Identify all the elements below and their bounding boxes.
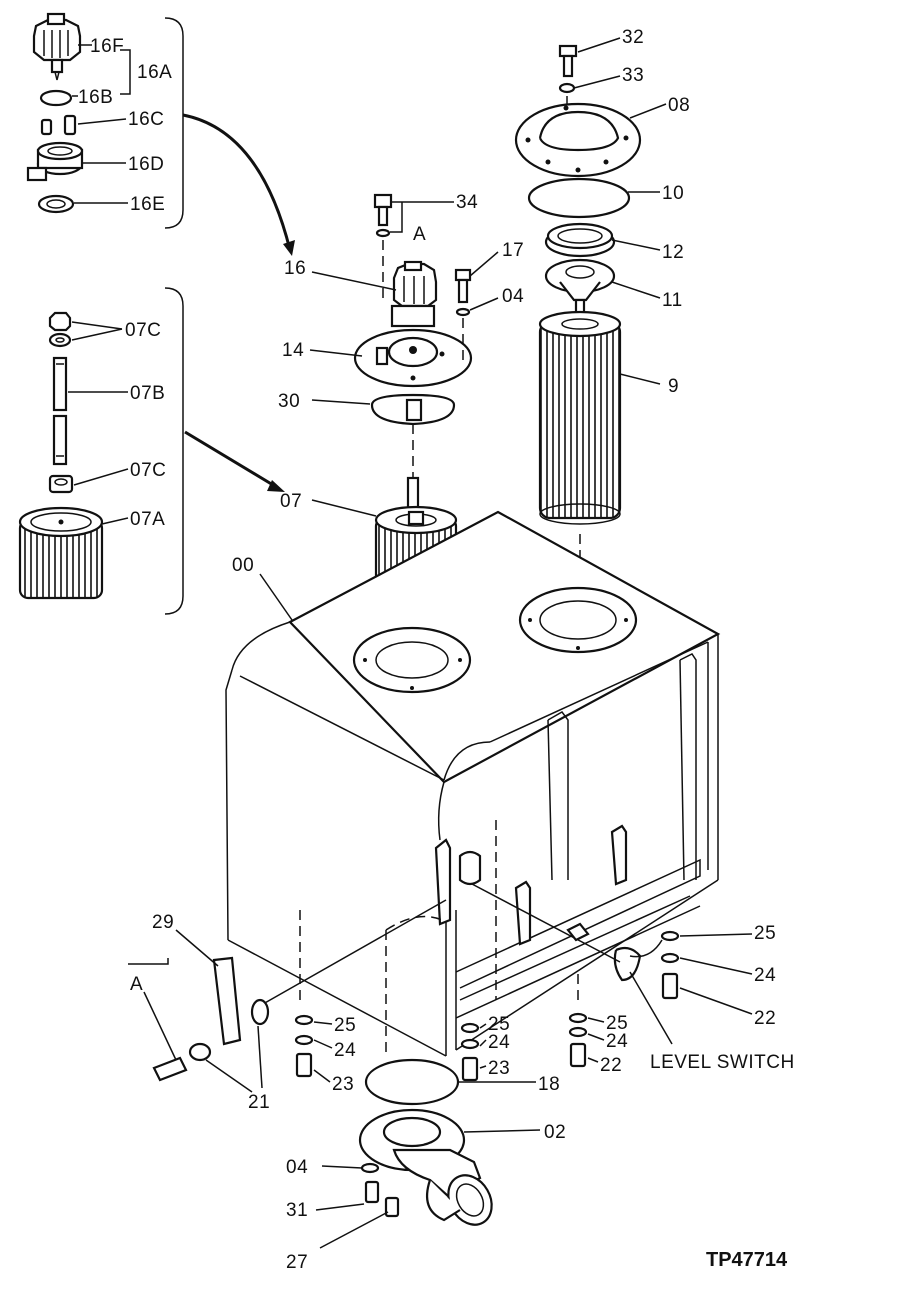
label-30: 30 (278, 391, 300, 412)
label-07A: 07A (130, 509, 165, 530)
filter-assembly-07-group (18, 287, 184, 615)
label-25-mid: 25 (488, 1014, 510, 1035)
label-18: 18 (538, 1074, 560, 1095)
washers-and-plugs (294, 930, 680, 1218)
label-25-left: 25 (334, 1015, 356, 1036)
label-02: 02 (544, 1122, 566, 1143)
label-22-mid-right: 22 (600, 1055, 622, 1076)
rods-07B (52, 356, 68, 466)
filter-element-07A (18, 506, 104, 600)
bracket-29-and-bolt (152, 956, 270, 1082)
label-24-left: 24 (334, 1040, 356, 1061)
label-23-mid: 23 (488, 1058, 510, 1079)
label-34: 34 (456, 192, 478, 213)
label-00: 00 (232, 555, 254, 576)
label-16C: 16C (128, 109, 164, 130)
label-08: 08 (668, 95, 690, 116)
nut-07C-bottom (48, 474, 74, 494)
breather-cap-16F (32, 12, 82, 81)
part-labels: 16F 16A 16B 16C 16D 16E 07C 07B 07C 07A … (78, 27, 795, 1273)
figure-id: TP47714 (706, 1249, 788, 1271)
label-22-right: 22 (754, 1008, 776, 1029)
nuts-07C-top (48, 311, 72, 348)
label-31: 31 (286, 1200, 308, 1221)
label-11: 11 (662, 290, 683, 311)
reference-arrow-07 (184, 430, 279, 490)
label-23-left: 23 (332, 1074, 354, 1095)
suction-flange-02 (358, 1058, 493, 1226)
label-32: 32 (622, 27, 644, 48)
adapter-16D (26, 141, 84, 182)
label-16A: 16A (137, 62, 172, 83)
o-ring-16B (39, 89, 73, 107)
label-9: 9 (668, 376, 679, 397)
label-24-mid-right: 24 (606, 1031, 628, 1052)
leader-lines (128, 37, 753, 1249)
label-A-top: A (413, 224, 426, 245)
label-17: 17 (502, 240, 524, 261)
label-04-top: 04 (502, 286, 524, 307)
label-07B: 07B (130, 383, 165, 404)
right-filter-stack (514, 44, 642, 620)
label-16E: 16E (130, 194, 165, 215)
label-16F: 16F (90, 36, 124, 57)
label-A-left: A (130, 974, 143, 995)
label-12: 12 (662, 242, 684, 263)
label-21: 21 (248, 1092, 270, 1113)
label-level-switch: LEVEL SWITCH (650, 1052, 795, 1073)
label-24-right: 24 (754, 965, 776, 986)
label-24-mid: 24 (488, 1032, 510, 1053)
label-07C-bottom: 07C (130, 460, 166, 481)
cap-assembly-16-group (26, 12, 184, 229)
label-07: 07 (280, 491, 302, 512)
label-07C-top: 07C (125, 320, 161, 341)
hydraulic-tank-00 (225, 510, 721, 1057)
label-14: 14 (282, 340, 304, 361)
label-25-mid-right: 25 (606, 1013, 628, 1034)
reference-arrow-16 (182, 113, 292, 251)
label-04-bottom: 04 (286, 1157, 308, 1178)
label-29: 29 (152, 912, 174, 933)
label-25-right: 25 (754, 923, 776, 944)
gasket-16E (37, 194, 75, 214)
label-16B: 16B (78, 87, 113, 108)
label-10: 10 (662, 183, 684, 204)
label-33: 33 (622, 65, 644, 86)
bolts-16C (40, 114, 77, 136)
label-27: 27 (286, 1252, 308, 1273)
label-16: 16 (284, 258, 306, 279)
label-16D: 16D (128, 154, 164, 175)
